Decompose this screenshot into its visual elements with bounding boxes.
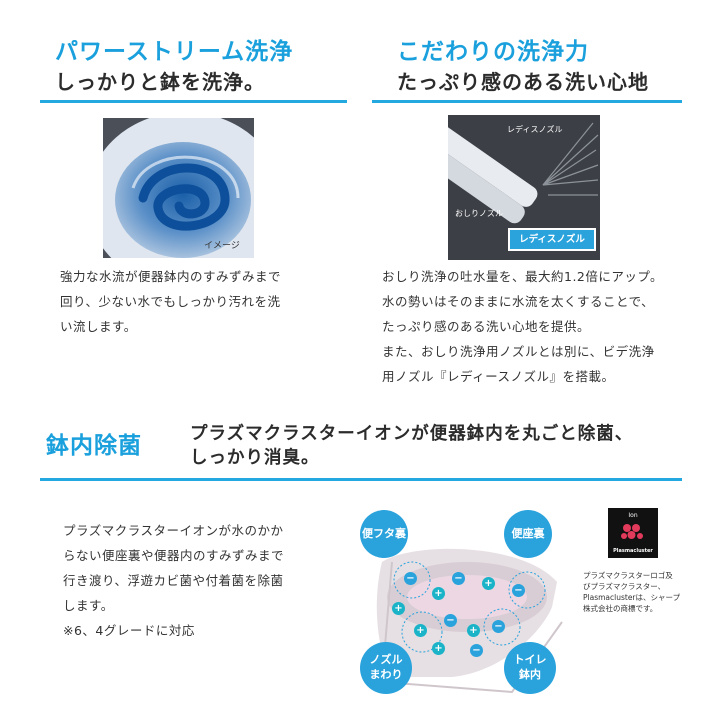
minus-ion-icon: − xyxy=(404,572,417,585)
section1-rule xyxy=(40,100,347,103)
powerstream-title: パワーストリーム洗浄 xyxy=(55,39,294,65)
headline-line: プラズマクラスターイオンが便器鉢内を丸ごと除菌、 xyxy=(190,424,634,444)
plus-ion-icon: + xyxy=(467,624,480,637)
nozzle-area-bubble: ノズル まわり xyxy=(360,642,412,694)
powerstream-description: 強力な水流が便器鉢内のすみずみまで 回り、少ない水でもしっかり汚れを洗 い流しま… xyxy=(60,264,350,339)
sterilization-description: プラズマクラスターイオンが水のかか らない便座裏や便器内のすみずみまで 行き渡り… xyxy=(63,518,338,643)
headline-line: しっかり消臭。 xyxy=(190,448,320,468)
plus-ion-icon: + xyxy=(392,602,405,615)
sterilization-title: 鉢内除菌 xyxy=(46,433,142,459)
toilet-bowl-bubble: トイレ 鉢内 xyxy=(504,642,556,694)
sterilization-line: プラズマクラスターイオンが水のかか xyxy=(63,523,284,538)
sterilization-line: します。 xyxy=(63,598,114,613)
cleaning-line: また、おしり洗浄用ノズルとは別に、ビデ洗浄 xyxy=(382,344,655,359)
seat-back-bubble: 便座裏 xyxy=(504,510,552,558)
ladies-nozzle-badge: レディスノズル xyxy=(508,228,596,251)
nozzle-area-line2: まわり xyxy=(369,668,403,681)
powerstream-subtitle: しっかりと鉢を洗浄。 xyxy=(55,70,265,94)
minus-ion-icon: − xyxy=(452,572,465,585)
plus-ion-icon: + xyxy=(432,587,445,600)
powerstream-line: 強力な水流が便器鉢内のすみずみまで xyxy=(60,269,282,284)
cleaning-power-title: こだわりの洗浄力 xyxy=(397,39,589,65)
toilet-bowl-line1: トイレ xyxy=(513,653,547,666)
sterilization-line: らない便座裏や便器内のすみずみまで xyxy=(63,548,285,563)
minus-ion-icon: − xyxy=(512,584,525,597)
ladies-nozzle-label: レディスノズル xyxy=(507,125,563,134)
trademark-note: プラズマクラスターロゴ及 びプラズマクラスター、 Plasmaclusterは、… xyxy=(583,570,703,614)
trademark-line: 株式会社の商標です。 xyxy=(583,604,658,613)
trademark-line: プラズマクラスターロゴ及 xyxy=(583,571,673,580)
toilet-bowl-photo xyxy=(103,118,254,258)
cleaning-power-description: おしり洗浄の吐水量を、最大約1.2倍にアップ。 水の勢いはそのままに水流を太くす… xyxy=(382,264,702,389)
plus-ion-icon: + xyxy=(414,624,427,637)
ion-diagram: − + − + − + − + − + − + 便フタ裏 便座裏 ノズル まわり… xyxy=(352,502,572,712)
sterilization-line: ※6、4グレードに対応 xyxy=(63,623,195,638)
lid-back-bubble: 便フタ裏 xyxy=(360,510,408,558)
cleaning-line: 水の勢いはそのままに水流を太くすることで、 xyxy=(382,294,655,309)
logo-ion-text: Ion xyxy=(628,512,638,519)
cleaning-line: たっぷり感のある洗い心地を提供。 xyxy=(382,319,591,334)
powerstream-line: い流します。 xyxy=(60,319,137,334)
plasmacluster-mark-icon xyxy=(621,524,643,539)
image-caption: イメージ xyxy=(204,241,240,251)
toilet-bowl-line2: 鉢内 xyxy=(519,668,541,681)
sterilization-line: 行き渡り、浮遊カビ菌や付着菌を除菌 xyxy=(63,573,284,588)
powerstream-line: 回り、少ない水でもしっかり汚れを洗 xyxy=(60,294,281,309)
minus-ion-icon: − xyxy=(470,644,483,657)
plus-ion-icon: + xyxy=(432,642,445,655)
minus-ion-icon: − xyxy=(492,620,505,633)
sterilization-headline: プラズマクラスターイオンが便器鉢内を丸ごと除菌、 しっかり消臭。 xyxy=(190,422,633,470)
section2-rule xyxy=(372,100,682,103)
plasmacluster-logo: Ion Plasmacluster xyxy=(608,508,658,558)
cleaning-line: 用ノズル『レディースノズル』を搭載。 xyxy=(382,369,615,384)
oshiri-nozzle-label: おしりノズル xyxy=(455,209,503,218)
plus-ion-icon: + xyxy=(482,577,495,590)
cleaning-line: おしり洗浄の吐水量を、最大約1.2倍にアップ。 xyxy=(382,269,664,284)
trademark-line: びプラズマクラスター、 xyxy=(583,582,666,591)
logo-plasmacluster-text: Plasmacluster xyxy=(613,548,653,554)
trademark-line: Plasmaclusterは、シャープ xyxy=(583,593,681,602)
nozzle-area-line1: ノズル xyxy=(369,653,403,666)
section3-rule xyxy=(40,478,682,481)
cleaning-power-subtitle: たっぷり感のある洗い心地 xyxy=(397,70,649,94)
minus-ion-icon: − xyxy=(444,614,457,627)
